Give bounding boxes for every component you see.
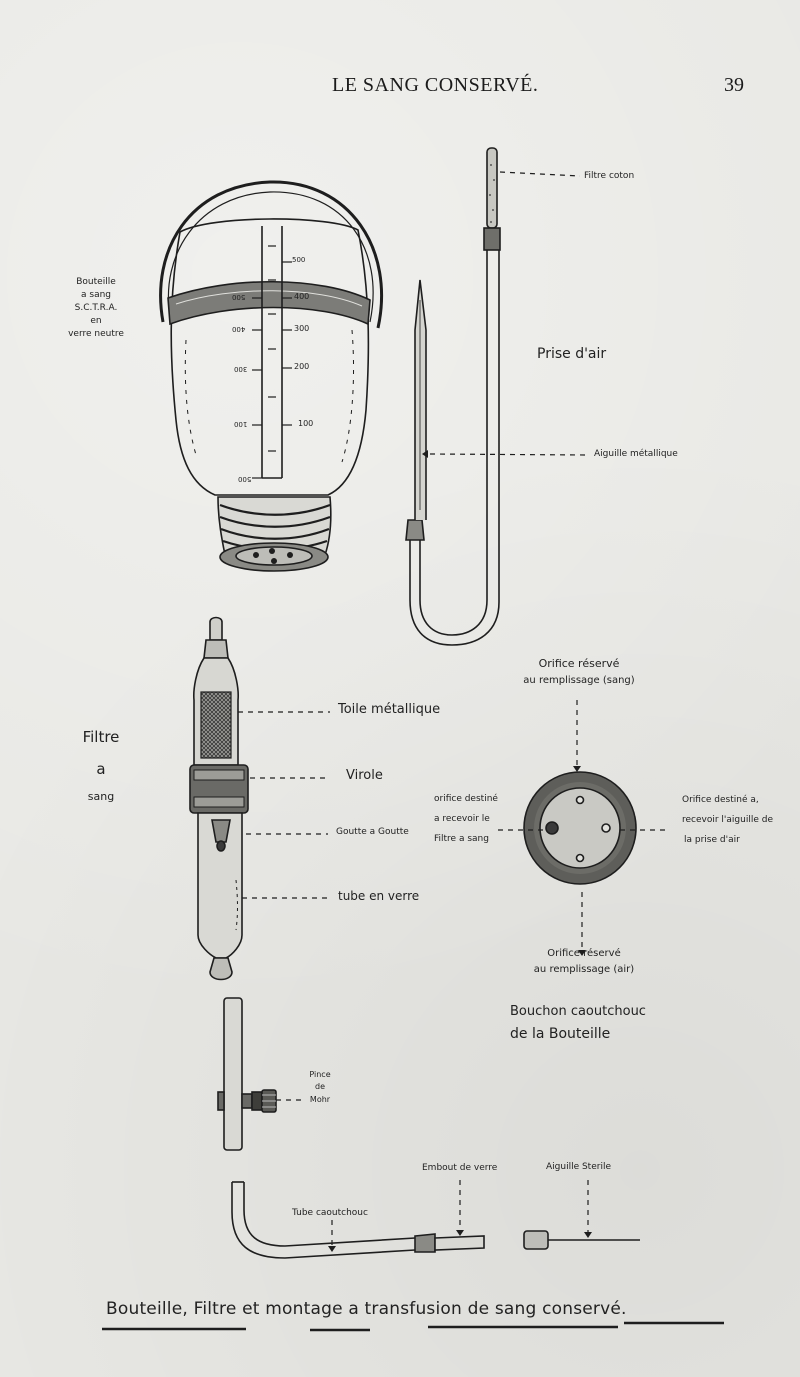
scale-label-right: 100 bbox=[298, 419, 314, 428]
running-head: LE SANG CONSERVÉ. bbox=[332, 74, 539, 96]
mohr-clamp-line: Mohr bbox=[309, 1094, 331, 1104]
stopper-left-line: a recevoir le bbox=[434, 813, 490, 824]
metal-needle bbox=[414, 279, 427, 520]
stopper-left-line: Filtre a sang bbox=[434, 833, 489, 844]
stopper-top-label: Orifice réservé au remplissage (sang) bbox=[514, 655, 644, 689]
mohr-clamp-line: Pince bbox=[309, 1070, 331, 1079]
bottle-label-line: S.C.T.R.A. bbox=[74, 303, 118, 314]
metal-mesh-label: Toile métallique bbox=[338, 702, 441, 717]
tubing-assembly bbox=[231, 1181, 640, 1259]
rubber-tube-label: Tube caoutchouc bbox=[292, 1208, 368, 1218]
bottle-body bbox=[170, 218, 370, 496]
rubber-stopper bbox=[523, 771, 637, 885]
scale-label-right: 400 bbox=[294, 292, 310, 301]
scale-label-right: 300 bbox=[294, 324, 310, 333]
bottle-label-line: a sang bbox=[81, 290, 111, 301]
rubber-tube bbox=[231, 1182, 416, 1259]
scale-label-left: 400 bbox=[232, 324, 246, 333]
stopper-top-line: Orifice réservé bbox=[538, 657, 620, 670]
air-intake bbox=[405, 147, 501, 646]
scale-label-left: 500 bbox=[232, 292, 246, 301]
mohr-clamp bbox=[217, 997, 277, 1151]
figure-caption: Bouteille, Filtre et montage a transfusi… bbox=[106, 1299, 627, 1319]
bottle-handle bbox=[159, 180, 384, 329]
filter-title-line: Filtre bbox=[82, 728, 120, 746]
scale-label-left: 300 bbox=[234, 364, 248, 373]
caption-underline bbox=[102, 1321, 724, 1332]
air-tube bbox=[419, 250, 488, 636]
stopper-right-line: recevoir l'aiguille de bbox=[682, 814, 773, 825]
stopper-caption: Bouchon caoutchouc de la Bouteille bbox=[510, 1002, 646, 1045]
scale-label-left: 100 bbox=[234, 419, 248, 428]
leader-arrowheads bbox=[328, 450, 592, 1252]
filter-title-line: a bbox=[96, 759, 106, 778]
metal-mesh bbox=[200, 691, 232, 759]
stopper-bottom-line: au remplissage (air) bbox=[533, 964, 635, 975]
mohr-clamp-label: Pince de Mohr bbox=[298, 1069, 342, 1106]
filter-title-line: sang bbox=[87, 790, 115, 803]
mohr-clamp-line: de bbox=[315, 1082, 325, 1092]
air-intake-title: Prise d'air bbox=[537, 346, 607, 362]
stopper-right-line: Orifice destiné a, bbox=[682, 795, 759, 805]
blood-filter bbox=[189, 616, 249, 981]
scale-label-right: 500 bbox=[292, 256, 306, 264]
sterile-needle-hub bbox=[523, 1230, 549, 1250]
page-number: 39 bbox=[724, 74, 744, 96]
drip-label: Goutte a Goutte bbox=[336, 827, 409, 837]
glass-tip-label: Embout de verre bbox=[422, 1163, 498, 1173]
bottle-label-line: Bouteille bbox=[76, 277, 116, 287]
metal-needle-label: Aiguille métallique bbox=[594, 449, 678, 459]
stopper-right-line: la prise d'air bbox=[684, 834, 740, 845]
blood-bottle bbox=[159, 180, 384, 572]
glass-tip bbox=[434, 1235, 485, 1251]
stopper-left-label: orifice destiné a recevoir le Filtre a s… bbox=[434, 790, 498, 849]
cotton-filter-label: Filtre coton bbox=[584, 171, 635, 181]
stopper-caption-line: de la Bouteille bbox=[510, 1025, 611, 1042]
glass-tube-label: tube en verre bbox=[338, 889, 420, 903]
sterile-needle-label: Aiguille Sterile bbox=[546, 1162, 611, 1172]
stopper-caption-line: Bouchon caoutchouc bbox=[510, 1004, 646, 1019]
ferrule-label: Virole bbox=[346, 768, 383, 783]
cotton-filter bbox=[486, 147, 498, 229]
stopper-right-label: Orifice destiné a, recevoir l'aiguille d… bbox=[682, 791, 773, 850]
stopper-top-line: au remplissage (sang) bbox=[523, 674, 635, 686]
stopper-left-line: orifice destiné bbox=[434, 794, 498, 804]
bottle-label: Bouteille a sang S.C.T.R.A. en verre neu… bbox=[56, 276, 136, 341]
stopper-bottom-label: Orifice réservé au remplissage (air) bbox=[524, 946, 644, 978]
scale-label-right: 200 bbox=[294, 362, 310, 371]
scale-label-left: 500 bbox=[238, 474, 252, 483]
filter-title: Filtre a sang bbox=[66, 722, 136, 808]
bottle-band bbox=[167, 280, 371, 326]
stopper-bottom-line: Orifice réservé bbox=[547, 948, 621, 959]
leader-lines bbox=[238, 171, 666, 1250]
bottle-label-line: verre neutre bbox=[68, 329, 124, 340]
bottle-label-line: en bbox=[90, 316, 102, 327]
